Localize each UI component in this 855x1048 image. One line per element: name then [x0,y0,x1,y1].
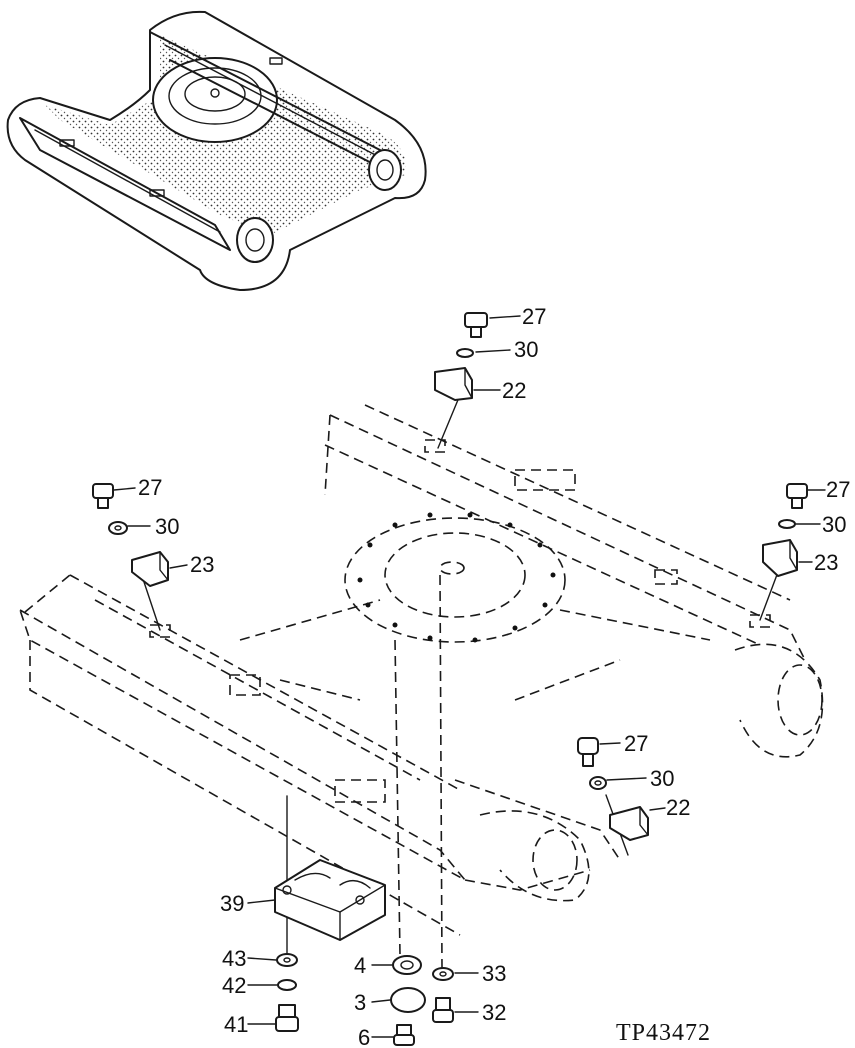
callout-27-left: 27 [138,475,162,500]
callout-43: 43 [222,946,246,971]
part-bolt-27-left [92,483,114,509]
callout-27-right: 27 [826,477,850,502]
part-washer-33 [432,967,454,981]
part-washer-30-top [456,348,474,358]
callout-39: 39 [220,891,244,916]
leader-lines [141,394,779,969]
callout-6: 6 [358,1025,370,1048]
frame-overview-illustration [6,10,427,291]
part-washer-30-lower [589,776,607,790]
callout-41: 41 [224,1012,248,1037]
callout-27-lower: 27 [624,731,648,756]
part-bolt-32 [432,997,454,1023]
part-cover-3 [390,987,426,1013]
callout-23-right: 23 [814,550,838,575]
callout-23-left: 23 [190,552,214,577]
part-plate-4 [392,955,422,975]
part-bolt-41 [275,1004,299,1032]
callout-22-lower: 22 [666,795,690,820]
part-plug-6 [393,1024,415,1046]
part-bolt-27-right [786,483,808,509]
part-bolt-27-lower [577,737,599,767]
callout-22-top: 22 [502,378,526,403]
part-block-22-top [434,367,473,401]
callout-30-lower: 30 [650,766,674,791]
part-washer-30-left [108,521,128,535]
callout-labels: 27 30 22 27 30 23 27 30 23 27 30 22 39 4… [138,304,850,1048]
callout-4: 4 [354,953,366,978]
part-block-22-lower [609,806,649,841]
part-washer-43 [276,953,298,967]
part-bolt-27-top [464,312,488,338]
callout-27-top: 27 [522,304,546,329]
part-block-23-right [762,539,798,577]
part-block-23-left [131,551,169,587]
callout-30-right: 30 [822,512,846,537]
track-frame-main-illustration [18,404,824,936]
callout-3: 3 [354,990,366,1015]
figure-id: TP43472 [616,1020,711,1046]
callout-30-left: 30 [155,514,179,539]
callout-30-top: 30 [514,337,538,362]
callout-33: 33 [482,961,506,986]
callout-32: 32 [482,1000,506,1025]
part-bracket-39 [274,859,386,941]
part-washer-30-right [778,519,796,529]
callout-leaders [113,315,826,1038]
part-lockwasher-42 [277,979,297,991]
callout-42: 42 [222,973,246,998]
